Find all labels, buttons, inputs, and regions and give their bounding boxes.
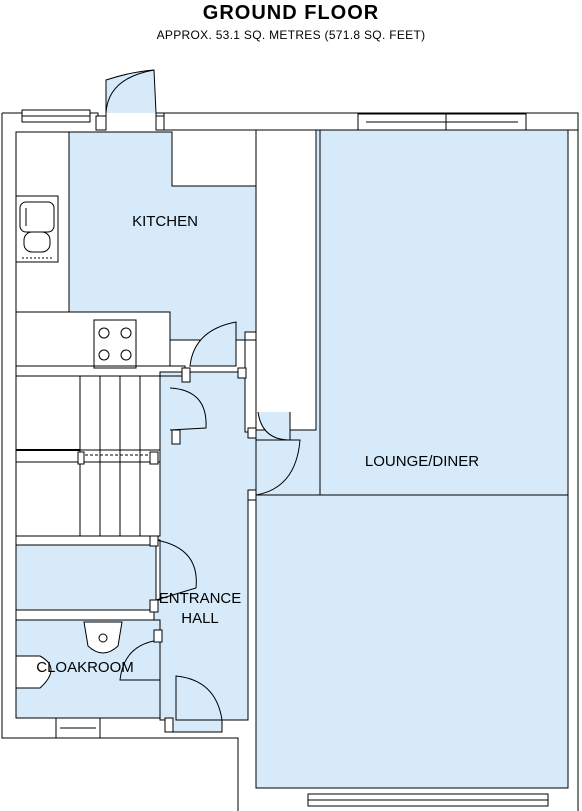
window-kitchen xyxy=(21,109,91,123)
label-hall: HALL xyxy=(181,610,219,627)
label-cloakroom: CLOAKROOM xyxy=(36,659,134,676)
door-store xyxy=(155,539,197,601)
door-lounge xyxy=(255,439,301,496)
window-lounge-bottom xyxy=(307,793,549,807)
window-lounge-top xyxy=(357,113,527,131)
label-kitchen: KITCHEN xyxy=(132,213,198,230)
door-cloakroom xyxy=(119,639,161,681)
door-kitchen-back xyxy=(105,69,157,114)
kitchen-sink xyxy=(15,195,59,263)
door-kitchen-hall xyxy=(189,321,237,367)
door-cupboard xyxy=(169,387,207,431)
entrance-hall-area xyxy=(153,371,258,733)
cloakroom-room xyxy=(15,619,161,719)
kitchen-hob xyxy=(93,319,137,369)
store-area xyxy=(15,544,157,611)
window-cloakroom xyxy=(55,717,101,739)
staircase xyxy=(15,375,161,537)
floor-title: GROUND FLOOR xyxy=(202,2,380,24)
label-lounge-diner: LOUNGE/DINER xyxy=(365,453,479,470)
door-jambs xyxy=(77,115,257,733)
door-under-stairs xyxy=(257,411,291,441)
plan-header: GROUND FLOOR APPROX. 53.1 SQ. METRES (57… xyxy=(0,0,582,48)
floor-area: APPROX. 53.1 SQ. METRES (571.8 SQ. FEET) xyxy=(156,28,426,42)
door-front xyxy=(175,675,223,721)
label-entrance: ENTRANCE xyxy=(159,590,242,607)
